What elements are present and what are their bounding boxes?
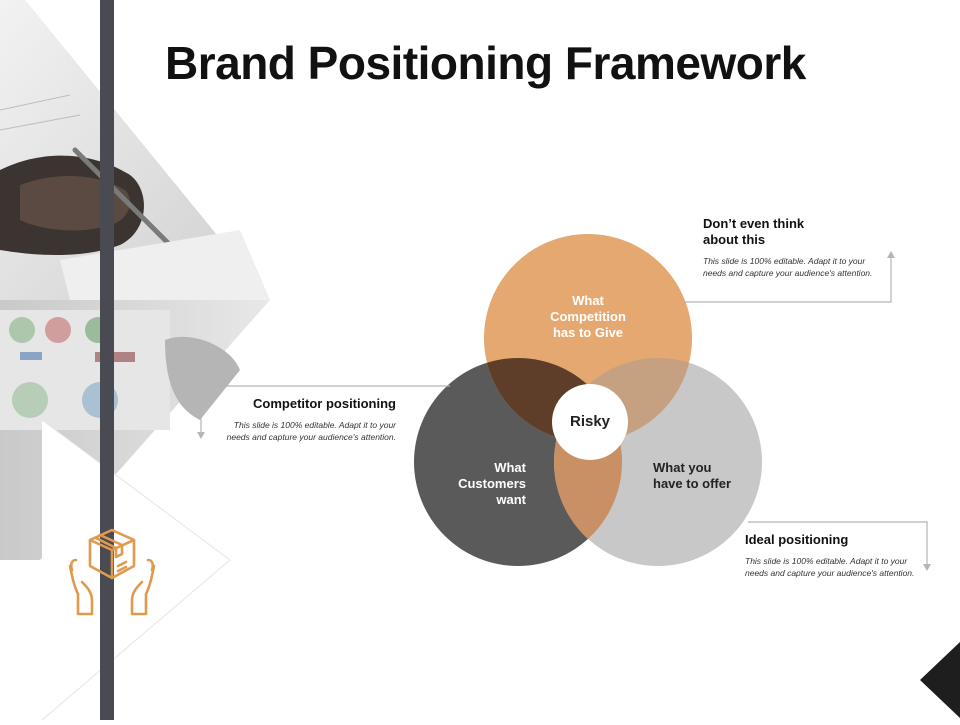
callout-top-right: Don’t even think about this This slide i… [703, 216, 883, 279]
venn-label-top: What Competition has to Give [550, 293, 626, 340]
venn-label-left: What Customers want [458, 460, 526, 507]
callout-bottom-right: Ideal positioning This slide is 100% edi… [745, 532, 920, 579]
box-in-hands-icon [64, 526, 160, 618]
callout-body: This slide is 100% editable. Adapt it to… [703, 256, 873, 278]
corner-triangle [920, 642, 960, 718]
slide-title: Brand Positioning Framework [165, 37, 806, 89]
venn-label-right: What you have to offer [653, 460, 732, 491]
callout-title: Ideal positioning [745, 532, 849, 547]
callout-left: Competitor positioning This slide is 100… [216, 396, 396, 443]
venn-diagram [414, 234, 762, 566]
callout-title: Don’t even think about this [703, 216, 805, 247]
venn-center-label: Risky [569, 413, 611, 430]
callout-body: This slide is 100% editable. Adapt it to… [226, 420, 396, 442]
venn-center [552, 384, 628, 460]
callout-body: This slide is 100% editable. Adapt it to… [745, 556, 915, 578]
callout-title: Competitor positioning [253, 396, 396, 411]
